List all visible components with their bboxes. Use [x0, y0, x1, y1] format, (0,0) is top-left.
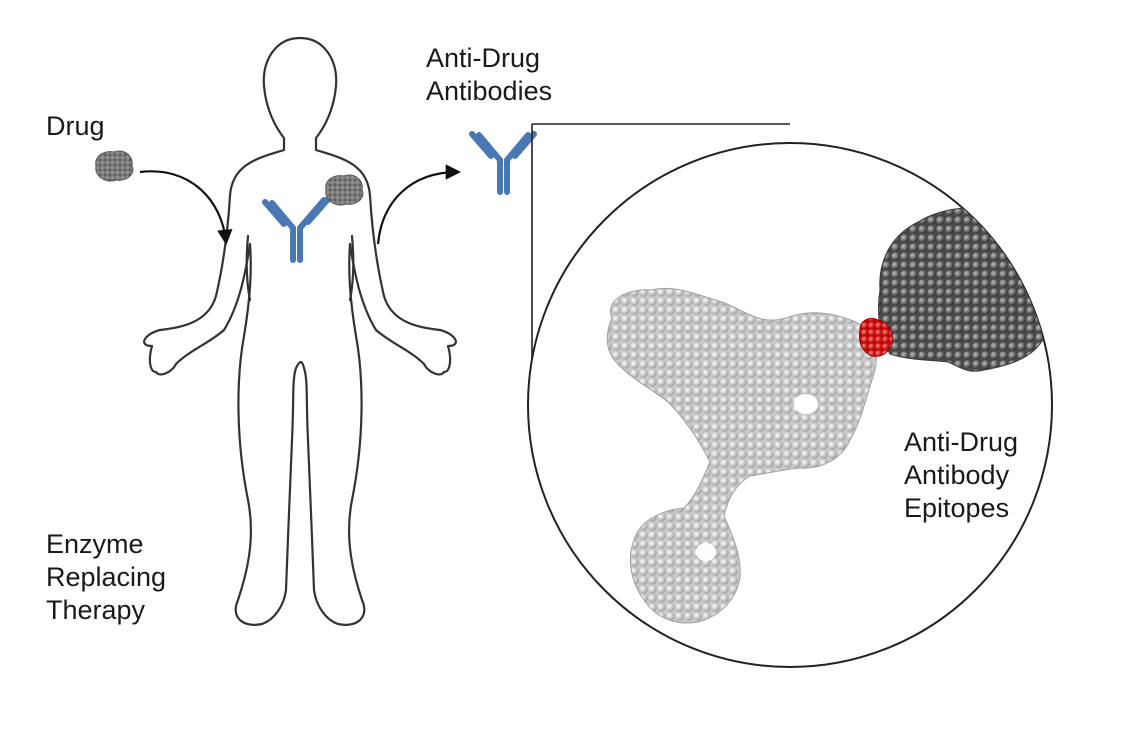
therapy-label: Enzyme Replacing Therapy — [46, 528, 166, 627]
therapy-line-3: Therapy — [46, 595, 146, 625]
epitopes-line-2: Antibody — [904, 460, 1010, 490]
epitopes-line-1: Anti-Drug — [904, 427, 1019, 457]
structure-cavity — [696, 543, 716, 561]
anti-drug-antibodies-label: Anti-Drug Antibodies — [426, 42, 552, 108]
epitopes-label: Anti-Drug Antibody Epitopes — [904, 426, 1018, 525]
drug-structure — [877, 207, 1052, 372]
antibody-icon — [262, 194, 333, 263]
drug-protein-icon — [95, 150, 134, 182]
therapy-line-2: Replacing — [46, 562, 167, 592]
human-body-outline — [143, 36, 457, 626]
epitope-region — [859, 317, 893, 357]
drug-label-text: Drug — [46, 111, 105, 141]
anti-drug-antibodies-line-2: Antibodies — [426, 76, 553, 106]
molecular-structure — [606, 207, 1052, 624]
drug-label: Drug — [46, 110, 105, 143]
anti-drug-antibodies-line-1: Anti-Drug — [426, 43, 541, 73]
arrow-icon — [376, 164, 462, 245]
epitopes-line-3: Epitopes — [904, 493, 1010, 523]
antibody-icon — [469, 131, 537, 195]
antibody-structure — [606, 287, 877, 624]
drug-protein-icon — [325, 174, 364, 206]
structure-cavity — [794, 394, 818, 414]
arrow-icon — [139, 170, 233, 246]
therapy-line-1: Enzyme — [46, 529, 144, 559]
